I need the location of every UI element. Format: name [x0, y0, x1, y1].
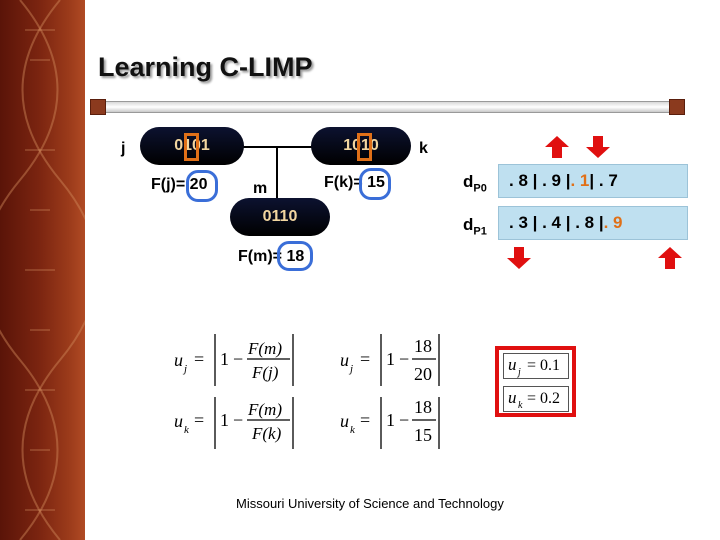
svg-text:=: = — [360, 349, 370, 369]
node-j-fitness-highlight — [186, 170, 218, 202]
title-rule — [97, 101, 683, 113]
svg-text:j: j — [182, 363, 187, 375]
dp1-vector: . 3 | . 4 | . 8 | . 9 — [498, 206, 688, 240]
dna-helix-icon — [0, 0, 85, 540]
node-j-label: j — [121, 140, 126, 157]
svg-text:18: 18 — [414, 397, 432, 417]
equation-uk-general: u k = 1 − F(m) F(k) — [174, 397, 294, 449]
svg-text:−: − — [399, 410, 409, 430]
equation-uk-numeric: u k = 1 − 18 15 — [340, 397, 440, 449]
rule-cap-left — [90, 99, 106, 115]
svg-text:=: = — [194, 349, 204, 369]
tree-line-vertical — [276, 146, 278, 198]
svg-text:F(k): F(k) — [251, 424, 282, 443]
svg-text:F(m): F(m) — [247, 400, 282, 419]
svg-text:=: = — [194, 410, 204, 430]
equation-uj-result: u j = 0.1 — [503, 353, 569, 379]
footer-university: Missouri University of Science and Techn… — [236, 496, 504, 511]
svg-text:j: j — [516, 367, 521, 378]
node-m-fitness-highlight — [277, 241, 313, 271]
svg-text:u: u — [340, 411, 349, 431]
dna-sidebar-decoration — [0, 0, 85, 540]
svg-text:u: u — [508, 355, 517, 374]
svg-text:u: u — [174, 411, 183, 431]
svg-text:k: k — [518, 400, 523, 411]
svg-text:−: − — [233, 349, 243, 369]
dp0-vector: . 8 | . 9 | . 1 | . 7 — [498, 164, 688, 198]
equation-uk-result: u k = 0.2 — [503, 386, 569, 412]
svg-text:= 0.2: = 0.2 — [527, 390, 560, 407]
svg-text:u: u — [508, 388, 517, 407]
dp0-label: dP0 — [463, 172, 487, 195]
node-m-chromosome: 0110 — [230, 198, 330, 236]
equation-uj-numeric: u j = 1 − 18 20 — [340, 334, 440, 386]
slide-title: Learning C-LIMP — [98, 52, 313, 82]
svg-text:−: − — [399, 349, 409, 369]
svg-text:=: = — [360, 410, 370, 430]
rule-cap-right — [669, 99, 685, 115]
arrow-up-icon — [545, 136, 569, 158]
svg-text:20: 20 — [414, 364, 432, 384]
equation-uj-general: u j = 1 − F(m) F(j) — [174, 334, 294, 386]
svg-text:1: 1 — [220, 410, 229, 430]
svg-text:1: 1 — [386, 349, 395, 369]
svg-text:k: k — [184, 424, 190, 436]
svg-text:15: 15 — [414, 425, 432, 445]
svg-text:k: k — [350, 424, 356, 436]
node-k-label: k — [419, 140, 428, 157]
svg-text:1: 1 — [386, 410, 395, 430]
node-m-label: m — [253, 180, 268, 197]
svg-text:F(j): F(j) — [251, 363, 279, 382]
svg-text:18: 18 — [414, 336, 432, 356]
node-k-fitness-highlight — [359, 168, 391, 200]
svg-text:u: u — [340, 350, 349, 370]
svg-text:1: 1 — [220, 349, 229, 369]
svg-text:= 0.1: = 0.1 — [527, 357, 560, 374]
arrow-down-icon — [586, 136, 610, 158]
svg-text:−: − — [233, 410, 243, 430]
dp1-label: dP1 — [463, 215, 487, 238]
node-k-bit-highlight — [357, 133, 372, 161]
svg-text:j: j — [348, 363, 353, 375]
arrow-down-icon — [507, 247, 531, 269]
svg-text:F(m): F(m) — [247, 339, 282, 358]
node-j-bit-highlight — [184, 133, 199, 161]
svg-text:u: u — [174, 350, 183, 370]
arrow-up-icon — [658, 247, 682, 269]
